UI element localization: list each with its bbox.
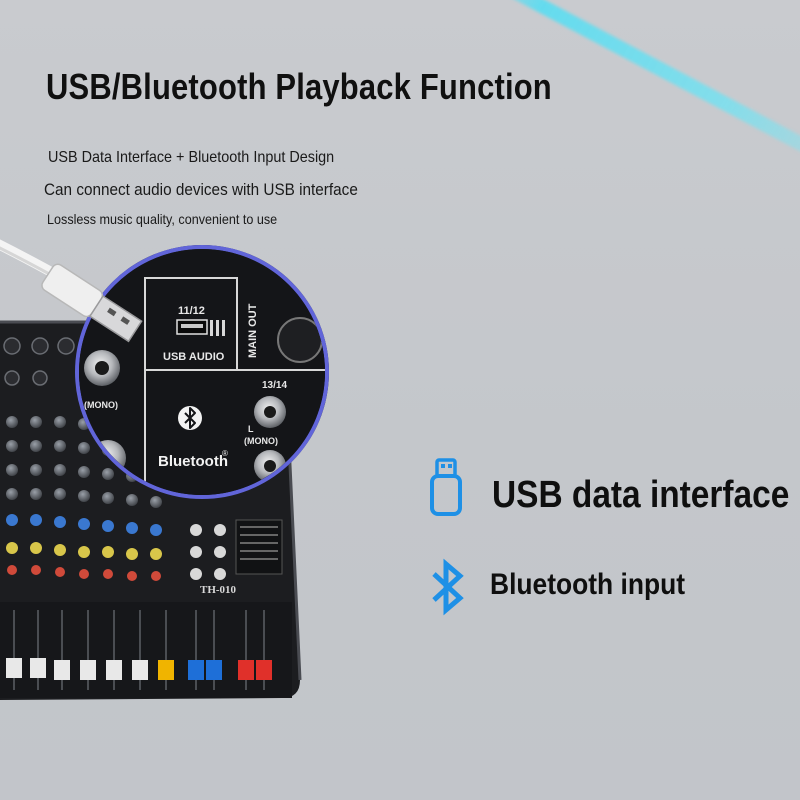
feature-line-1: USB Data Interface + Bluetooth Input Des… <box>48 149 335 166</box>
mixer-master-section: TH-010 <box>200 519 283 596</box>
model-label: TH-010 <box>200 584 237 596</box>
jack-label-left: L <box>248 424 254 434</box>
main-out-label: MAIN OUT <box>247 303 259 358</box>
jack-label-mono: (MONO) <box>244 436 278 446</box>
usb-feature-label: USB data interface <box>492 474 790 516</box>
feature-line-3: Lossless music quality, convenient to us… <box>47 211 278 227</box>
panel-bluetooth-icon <box>178 406 202 430</box>
bluetooth-feature-label: Bluetooth input <box>490 568 686 601</box>
feature-line-2: Can connect audio devices with USB inter… <box>44 180 358 199</box>
usb-stick-icon <box>430 458 462 516</box>
left-jack-label: (MONO) <box>84 400 118 410</box>
mixer-input-jacks <box>3 337 75 386</box>
mixer-product-image: TH-010 11/12 USB AUDIO MAIN OUT <box>0 239 329 700</box>
jack-number: 13/14 <box>262 380 287 391</box>
panel-bluetooth-label: Bluetooth <box>158 453 228 470</box>
usb-port-number: 11/12 <box>178 305 205 317</box>
usb-cable-plug <box>0 239 143 343</box>
bluetooth-icon <box>432 558 464 616</box>
usb-port-label: USB AUDIO <box>163 351 225 363</box>
fader-caps <box>6 658 272 680</box>
svg-text:®: ® <box>222 449 228 458</box>
page-title: USB/Bluetooth Playback Function <box>46 66 552 107</box>
